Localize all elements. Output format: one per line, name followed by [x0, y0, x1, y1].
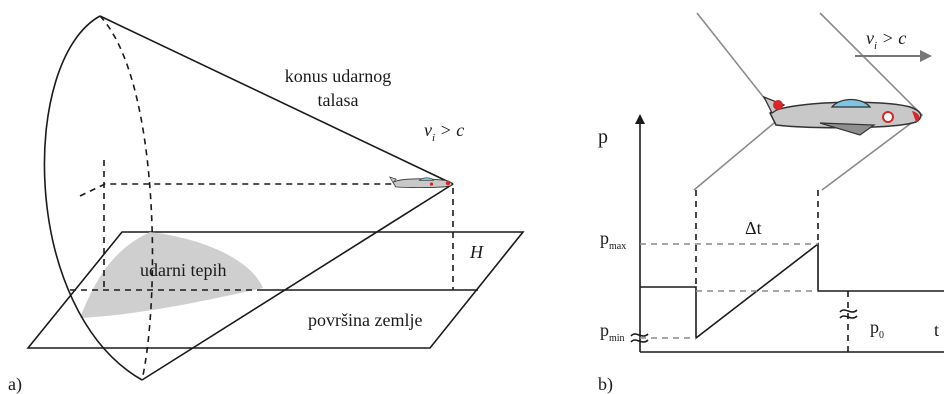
height-label: H [469, 242, 484, 262]
carpet-label: udarni tepih [140, 260, 226, 280]
flight-path-line [79, 183, 395, 197]
delta-t-label: Δt [745, 218, 762, 238]
shock-carpet [80, 232, 263, 318]
airplane-icon [388, 176, 453, 189]
ground-plane [26, 231, 525, 349]
pressure-signature-line [640, 242, 944, 340]
speed-condition-a: vi > c [424, 120, 464, 144]
panel-a: konus udarnog talasa vi > c H udarni tep… [8, 15, 525, 394]
axis-break-icon [839, 309, 858, 319]
y-axis-label: p [598, 126, 608, 148]
x-axis-label: t [934, 320, 939, 340]
cone-back-arc [99, 15, 154, 381]
cone-bottom-edge [141, 183, 454, 381]
cone-top-edge [99, 15, 454, 185]
shock-line-front [819, 12, 924, 191]
axis-break-icon [630, 333, 649, 343]
cone-label-line1: konus udarnog [285, 66, 392, 86]
p-min-label: pmin [600, 320, 625, 344]
panel-a-label: a) [8, 374, 22, 394]
panel-b-label: b) [598, 374, 613, 394]
speed-condition-b: vi > c [866, 28, 906, 52]
p-max-label: pmax [600, 228, 626, 252]
airplane-icon [762, 95, 922, 136]
ground-label: površina zemlje [308, 310, 422, 330]
cone-front-arc [43, 15, 143, 381]
p0-label: p0 [870, 317, 884, 341]
cone-label-line2: talasa [318, 90, 359, 110]
panel-b: vi > c [598, 12, 944, 394]
